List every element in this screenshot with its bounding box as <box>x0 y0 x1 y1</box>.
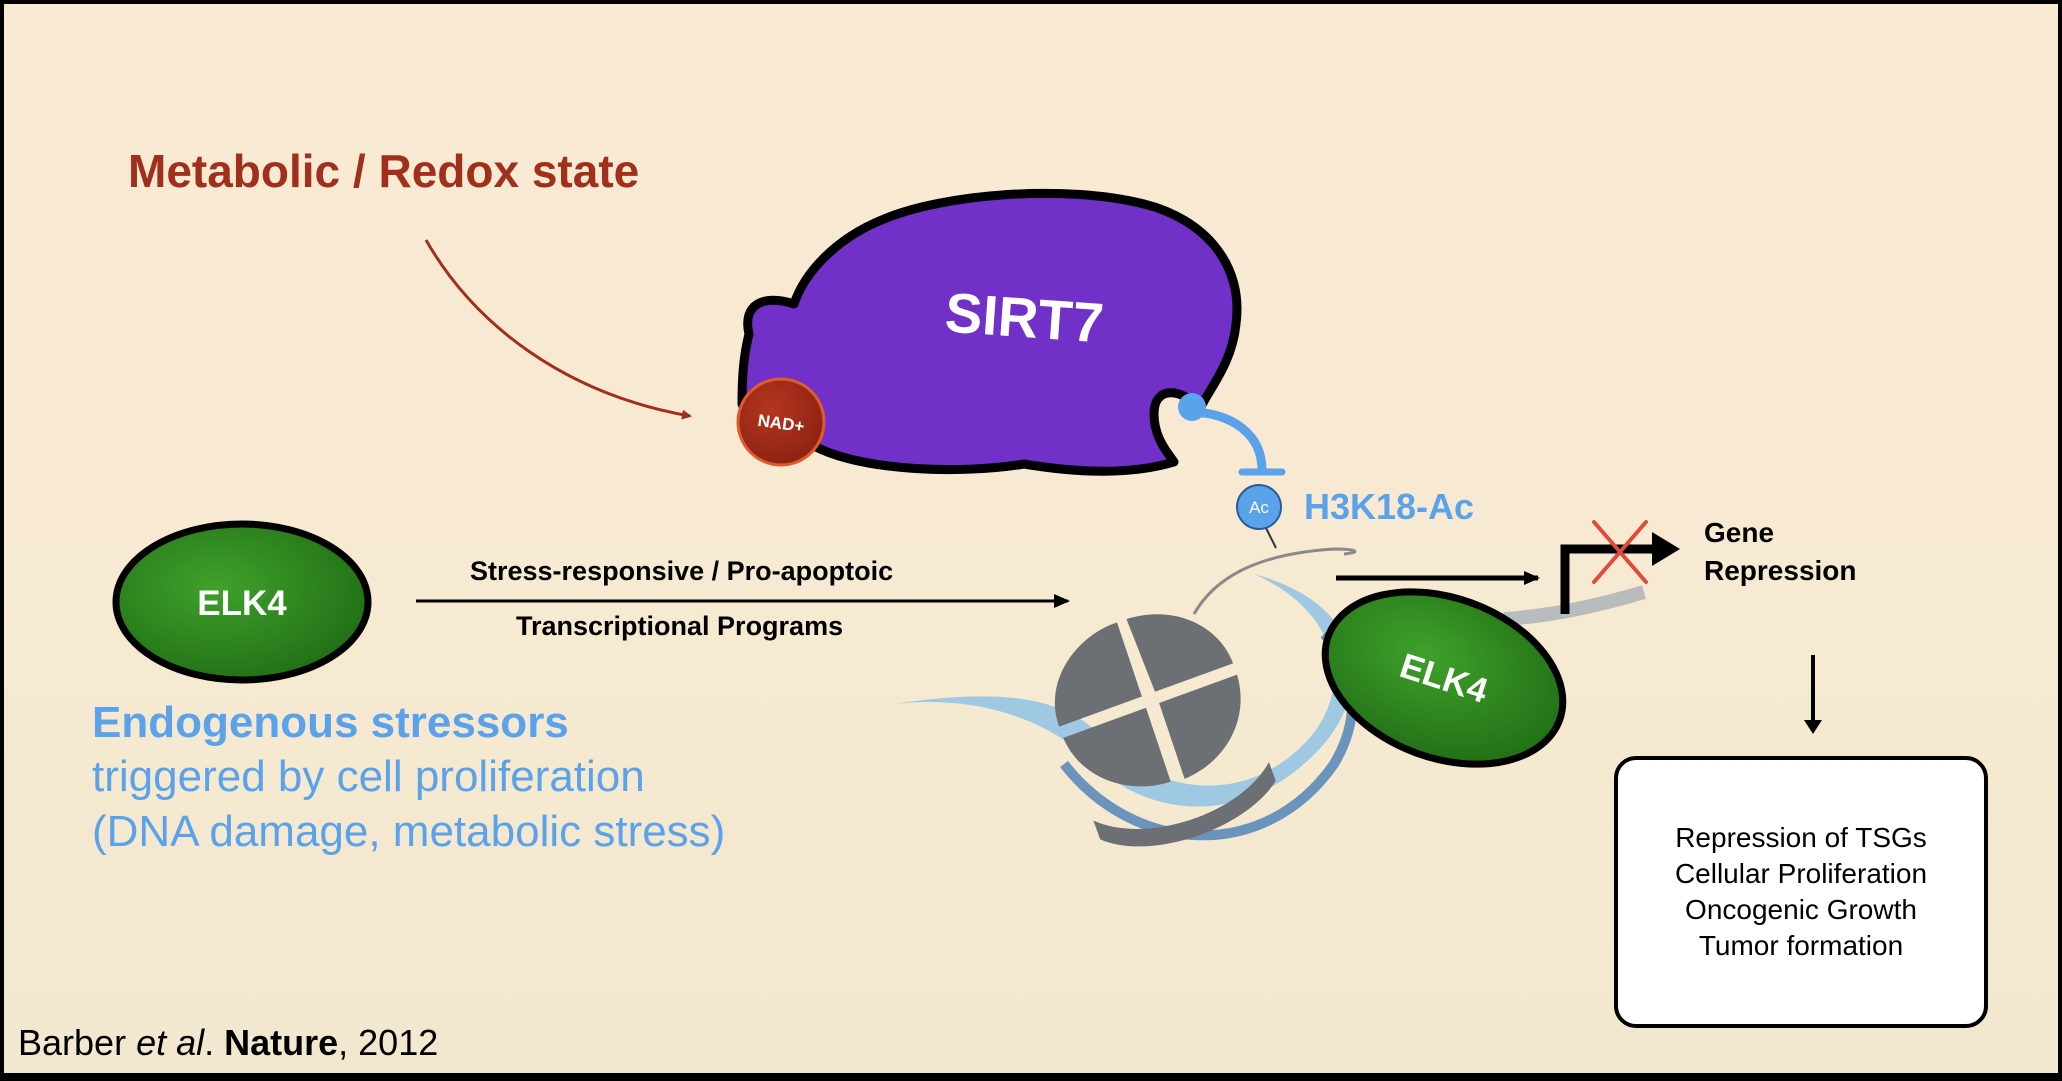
nucleosome <box>1054 614 1276 847</box>
gene-line <box>1503 585 1647 626</box>
program-label-line2: Transcriptional Programs <box>516 611 844 641</box>
metabolic-arrow <box>424 239 692 420</box>
inhibit-x-icon <box>1592 520 1648 584</box>
outcome-item: Oncogenic Growth <box>1685 894 1917 925</box>
citation-author: Barber <box>18 1022 137 1063</box>
ac-stem <box>1265 527 1277 549</box>
citation-year: , 2012 <box>338 1022 439 1063</box>
inhibit-line <box>1189 407 1267 475</box>
citation-etal: et al <box>136 1022 205 1063</box>
elk4-left-label: ELK4 <box>197 584 287 623</box>
stressors-line1: triggered by cell proliferation <box>92 752 645 801</box>
citation: Barber et al. Nature, 2012 <box>18 1022 438 1064</box>
sirt7-label: SIRT7 <box>943 281 1106 355</box>
diagram-graphics: SIRT7 NAD+ Ac ELK4 ELK4 <box>112 188 1822 847</box>
citation-dot: . <box>204 1022 225 1063</box>
gene-repression-label: Gene Repression <box>1704 514 1857 590</box>
outcome-item: Cellular Proliferation <box>1674 858 1928 889</box>
stressors-title: Endogenous stressors <box>92 698 569 747</box>
down-arrowhead <box>1804 720 1822 734</box>
program-label-line1: Stress-responsive / Pro-apoptoic <box>470 556 894 586</box>
metabolic-state-label: Metabolic / Redox state <box>128 145 640 197</box>
histone-tail <box>1192 547 1357 615</box>
h3k18-ac-label: H3K18-Ac <box>1304 486 1475 527</box>
tss-arrow <box>1560 544 1656 614</box>
stressors-line2: (DNA damage, metabolic stress) <box>92 807 726 856</box>
elk4-right-shape <box>1321 588 1567 768</box>
diagram-canvas: SIRT7 NAD+ Ac ELK4 ELK4 Metabolic / Redo… <box>4 4 2058 1073</box>
ac-circle <box>1236 484 1282 530</box>
gene-repression-line1: Gene <box>1704 517 1775 548</box>
citation-journal: Nature <box>224 1022 339 1063</box>
outcome-item: Repression of TSGs <box>1675 822 1927 853</box>
gene-repression-line2: Repression <box>1704 555 1857 586</box>
outcome-item: Tumor formation <box>1698 930 1904 961</box>
elk4-left-shape <box>112 520 372 684</box>
outcomes-box: Repression of TSGs Cellular Proliferatio… <box>1614 756 1988 1028</box>
tss-arrowhead <box>1652 532 1680 566</box>
nad-circle <box>736 377 826 467</box>
ac-label: Ac <box>1249 498 1269 517</box>
